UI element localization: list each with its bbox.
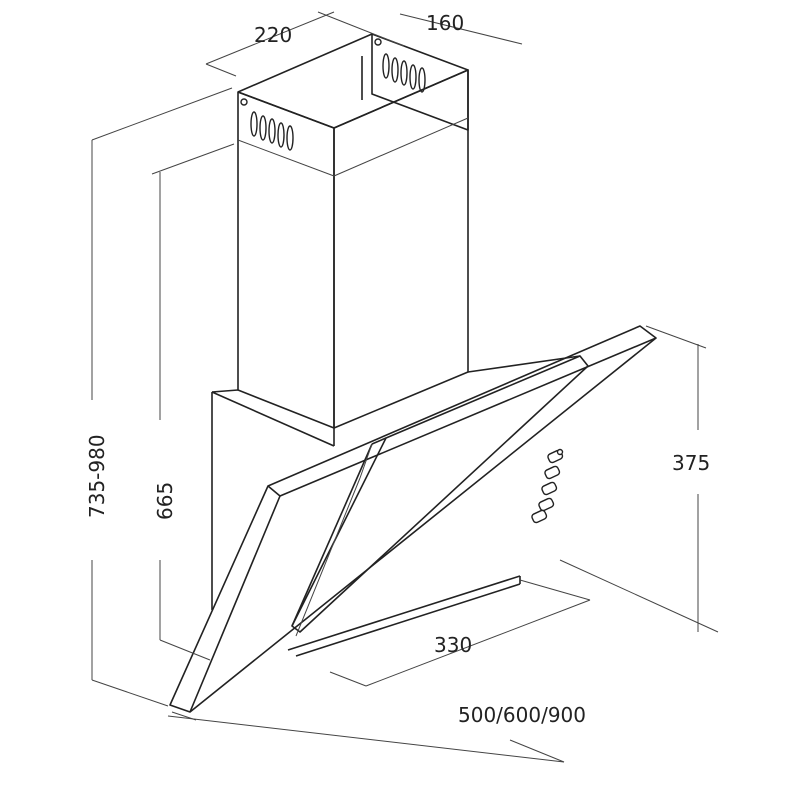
vent-slots-front: [240, 98, 294, 151]
dimension-chimney-width: 220: [254, 23, 292, 47]
dimension-panel-height: 375: [672, 451, 710, 475]
dimension-body-height: 665: [153, 482, 177, 520]
dimension-total-height: 735-980: [85, 434, 109, 518]
dimension-panel-depth: 330: [434, 633, 472, 657]
dimension-chimney-depth: 160: [426, 11, 464, 35]
dimension-lines: [91, 11, 719, 763]
chimney: [237, 33, 469, 429]
hood-body: [211, 355, 581, 610]
dimension-widths: 500/600/900: [458, 703, 586, 727]
control-buttons: [531, 448, 564, 524]
glass-panel: [169, 325, 657, 713]
vent-slots-back: [361, 38, 426, 100]
